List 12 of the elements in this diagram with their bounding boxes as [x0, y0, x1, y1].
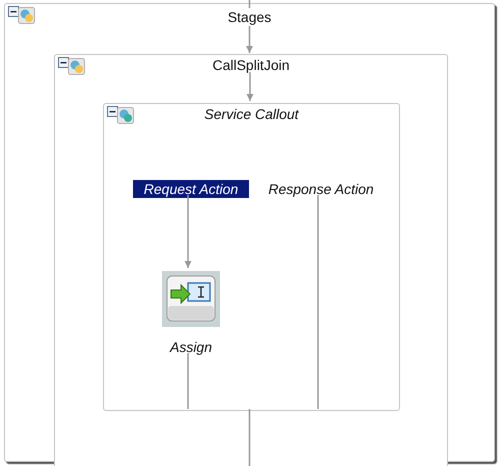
arrow: [246, 26, 253, 53]
connector-line: [317, 195, 319, 409]
activity-label: Assign: [170, 338, 212, 356]
action-label: Response Action: [257, 180, 385, 198]
connector-line: [187, 353, 189, 409]
connector-line: [248, 0, 250, 8]
selected-action-label: Request Action: [133, 180, 249, 198]
container-box: [54, 54, 448, 466]
arrow: [184, 195, 192, 268]
connector-line: [248, 409, 250, 466]
container-box: [103, 103, 400, 411]
arrow: [246, 72, 254, 101]
